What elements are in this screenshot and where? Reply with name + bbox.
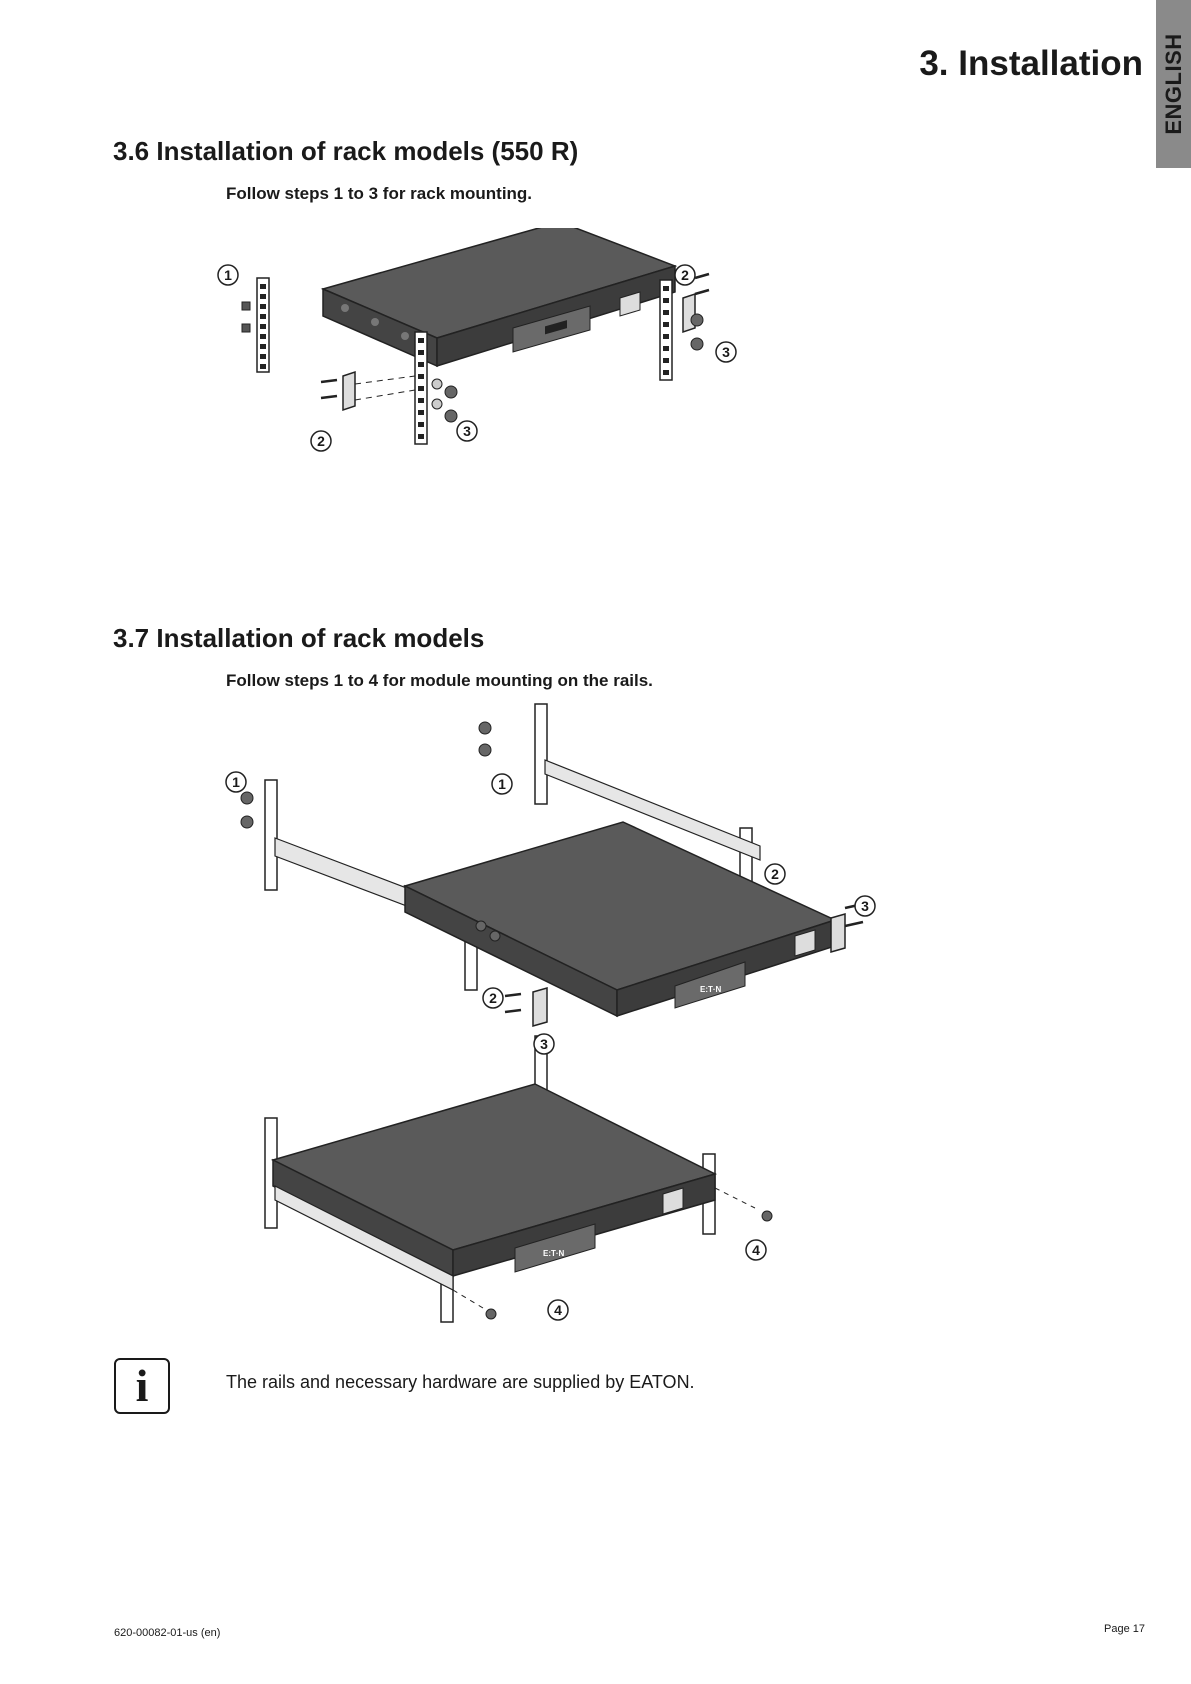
bolt-icon — [240, 721, 501, 942]
svg-text:4: 4 — [554, 1302, 562, 1318]
step-callout: 4 — [547, 1299, 569, 1321]
svg-text:1: 1 — [224, 267, 232, 283]
rack-post-left — [256, 277, 270, 373]
document-id: 620-00082-01-us (en) — [114, 1627, 221, 1639]
step-callout: 3 — [456, 420, 478, 442]
mounting-bracket-right — [682, 292, 696, 334]
step-callout: 4 — [745, 1239, 767, 1261]
rack-post-right-back — [659, 279, 673, 381]
language-tab: ENGLISH — [1156, 0, 1191, 168]
step-callout: 2 — [310, 430, 332, 452]
info-note-text: The rails and necessary hardware are sup… — [226, 1372, 695, 1392]
step-callout: 3 — [533, 1033, 555, 1055]
rack-post-right-front — [414, 331, 428, 445]
step-callout: 2 — [764, 863, 786, 885]
step-callout: 2 — [674, 264, 696, 286]
svg-text:2: 2 — [317, 433, 325, 449]
section-instruction-3-7: Follow steps 1 to 4 for module mounting … — [226, 671, 653, 690]
screw-icon — [320, 272, 710, 400]
screw-icon — [504, 902, 864, 1014]
ups-unit: E:T·N — [402, 821, 838, 1018]
eaton-logo: E:T·N — [543, 1249, 565, 1258]
section-title-3-7: 3.7 Installation of rack models — [113, 623, 485, 653]
svg-text:1: 1 — [498, 776, 506, 792]
info-icon: i — [114, 1358, 170, 1414]
mounting-bracket-left — [342, 370, 356, 412]
eaton-logo: E:T·N — [700, 985, 722, 994]
section-title-3-6: 3.6 Installation of rack models (550 R) — [113, 136, 579, 166]
step-callout: 1 — [491, 773, 513, 795]
step-callout: 3 — [715, 341, 737, 363]
ups-unit: E:T·N — [270, 1083, 718, 1278]
cage-nut-icon — [241, 301, 251, 333]
svg-text:1: 1 — [232, 774, 240, 790]
svg-text:3: 3 — [722, 344, 730, 360]
step-callout: 2 — [482, 987, 504, 1009]
page-number: Page 17 — [1104, 1623, 1145, 1635]
info-icon-glyph: i — [135, 1360, 149, 1411]
rail-mount-figure: E:T·N E:T·N — [215, 700, 915, 1340]
bolt-icon — [431, 313, 704, 423]
svg-text:3: 3 — [463, 423, 471, 439]
svg-text:3: 3 — [861, 898, 869, 914]
chapter-title: 3. Installation — [919, 44, 1143, 83]
language-tab-label: ENGLISH — [1160, 33, 1186, 135]
step-callout: 1 — [217, 264, 239, 286]
step-callout: 3 — [854, 895, 876, 917]
svg-text:2: 2 — [681, 267, 689, 283]
bolt-icon — [485, 1210, 773, 1320]
mounting-bracket — [532, 913, 846, 1027]
rack-mount-figure-550r: 1 2 3 2 3 — [215, 228, 815, 468]
svg-text:4: 4 — [752, 1242, 760, 1258]
svg-text:2: 2 — [771, 866, 779, 882]
svg-text:3: 3 — [540, 1036, 548, 1052]
section-instruction-3-6: Follow steps 1 to 3 for rack mounting. — [226, 184, 533, 203]
svg-text:2: 2 — [489, 990, 497, 1006]
step-callout: 1 — [225, 771, 247, 793]
ups-unit — [320, 228, 678, 368]
